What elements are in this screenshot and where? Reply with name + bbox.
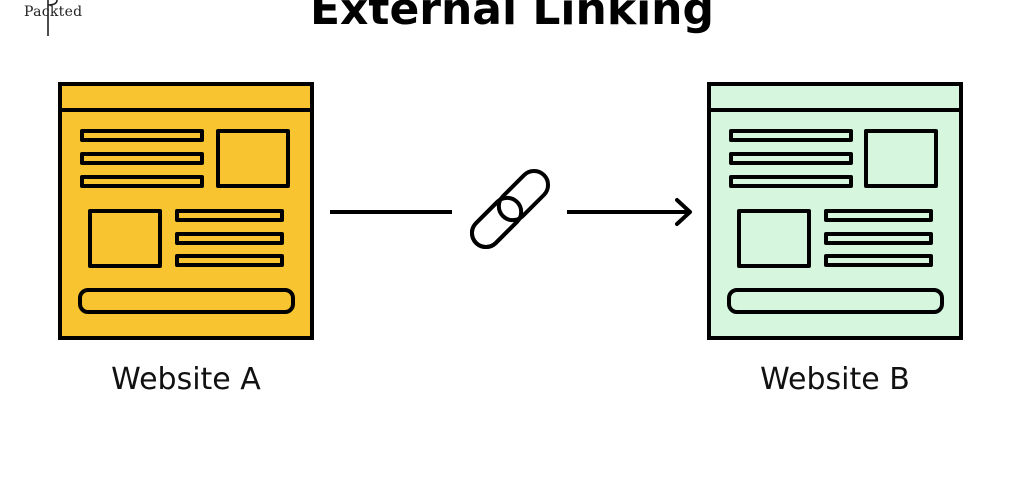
image-placeholder bbox=[864, 129, 938, 188]
text-line bbox=[729, 175, 853, 188]
text-line bbox=[175, 254, 284, 267]
arrow-right-icon bbox=[567, 198, 692, 226]
website-b-illustration bbox=[707, 82, 963, 340]
text-line bbox=[824, 254, 933, 267]
text-line bbox=[175, 209, 284, 222]
text-line bbox=[80, 175, 204, 188]
image-placeholder bbox=[216, 129, 290, 188]
brand-logo: Packted bbox=[22, 0, 102, 42]
page-title: External Linking bbox=[309, 0, 715, 35]
text-line bbox=[824, 232, 933, 245]
website-a-label: Website A bbox=[111, 362, 261, 397]
button-placeholder bbox=[727, 288, 944, 314]
text-line bbox=[824, 209, 933, 222]
text-line bbox=[80, 129, 204, 142]
button-placeholder bbox=[78, 288, 295, 314]
logo-mark-icon bbox=[47, 0, 58, 36]
image-placeholder bbox=[737, 209, 811, 268]
chain-link-icon bbox=[469, 168, 551, 250]
text-line bbox=[729, 129, 853, 142]
text-line bbox=[729, 152, 853, 165]
text-line bbox=[80, 152, 204, 165]
text-line bbox=[175, 232, 284, 245]
website-a-illustration bbox=[58, 82, 314, 340]
website-b-label: Website B bbox=[760, 362, 910, 397]
logo-text: Packted bbox=[24, 4, 83, 20]
image-placeholder bbox=[88, 209, 162, 268]
